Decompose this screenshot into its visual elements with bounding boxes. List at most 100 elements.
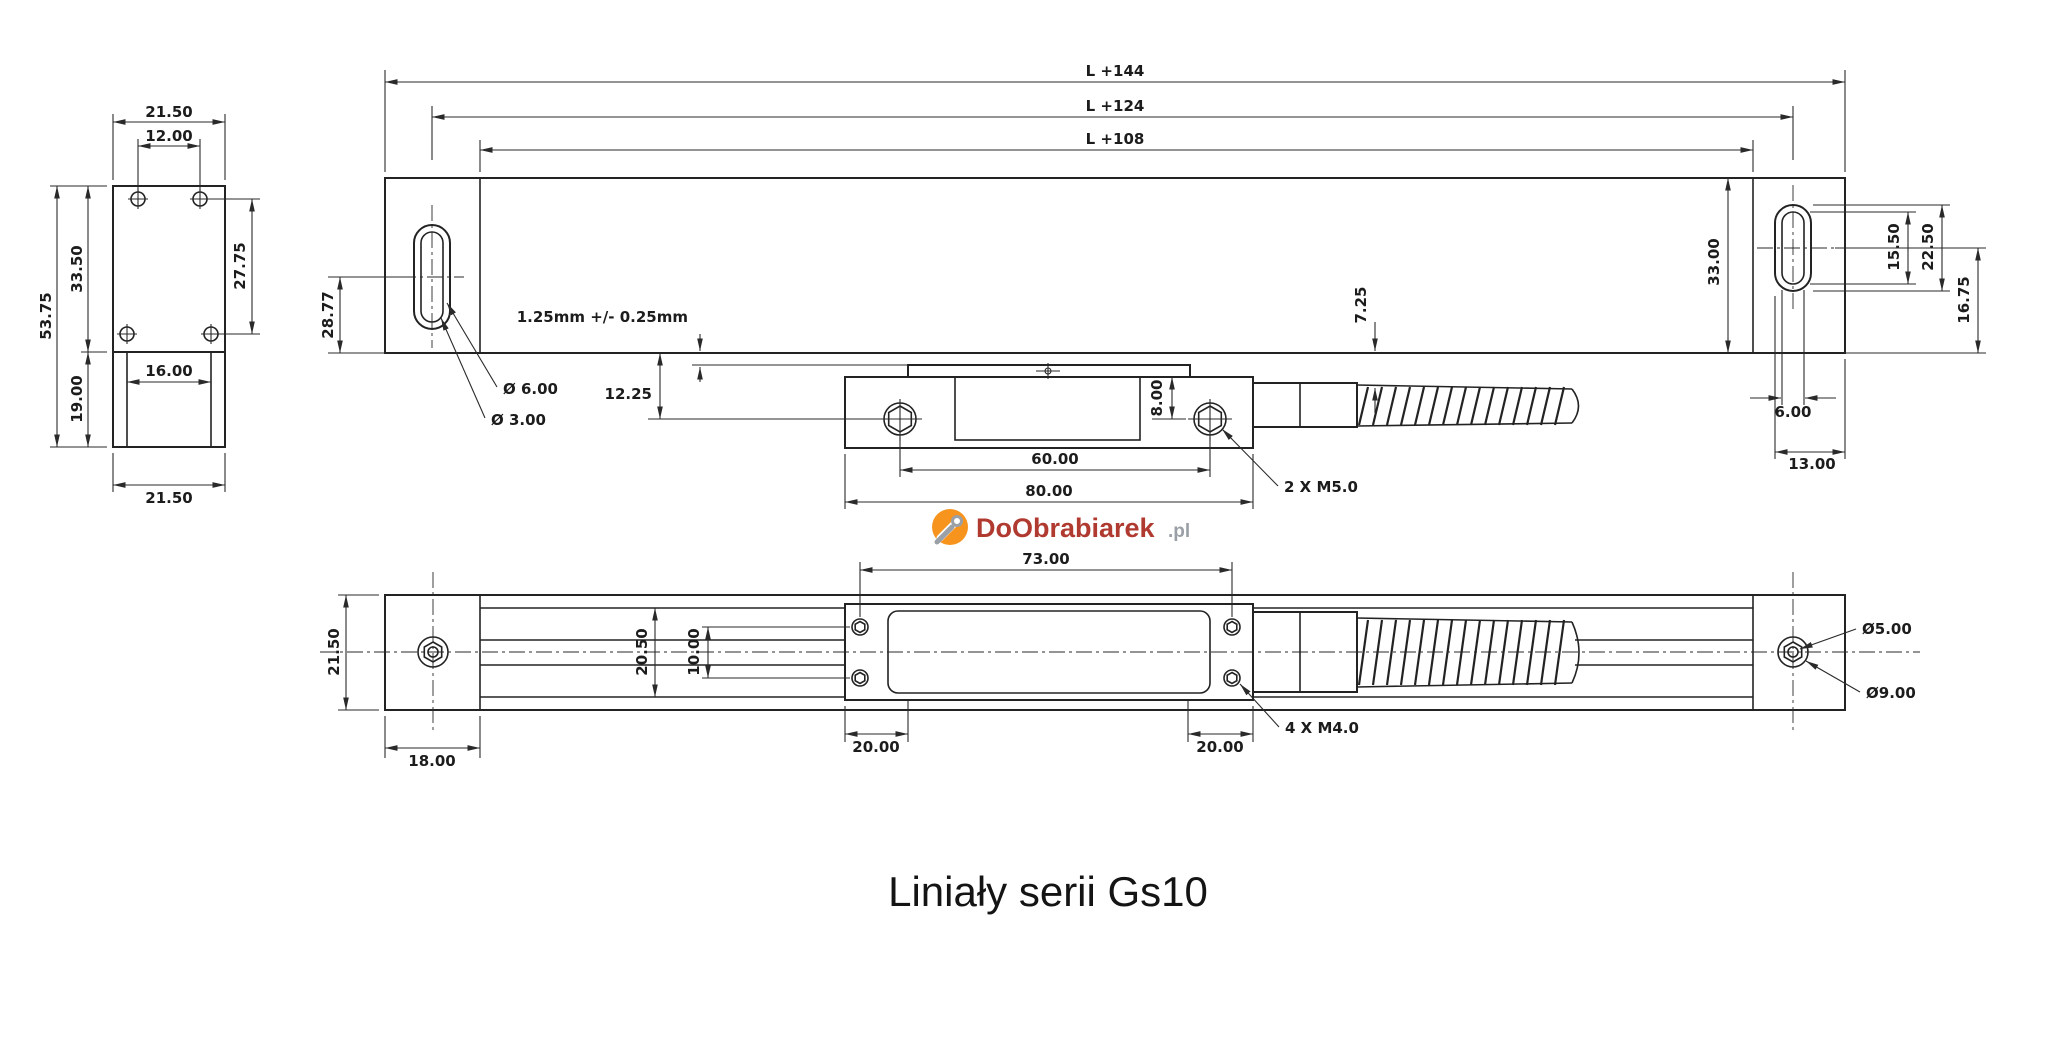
tolerance-label: 1.25mm +/- 0.25mm — [517, 308, 688, 326]
dim-label: 16.00 — [145, 362, 192, 380]
scale-bar-top — [384, 594, 1846, 711]
dim-label: 21.50 — [325, 628, 343, 675]
leader-hole-dia-outer: Ø9.00 — [1805, 660, 1916, 702]
mounting-slot-right — [1757, 185, 1835, 312]
dim-label: Ø 6.00 — [503, 380, 558, 398]
side-view: L +144 L +124 L +108 28.77 Ø 6.00 Ø 3.00 — [319, 62, 1986, 509]
dim-label: L +124 — [1086, 97, 1145, 115]
dim-head-offset: 12.25 — [605, 353, 882, 420]
dim-label: 60.00 — [1031, 450, 1078, 468]
dim-left-offset: 28.77 — [319, 276, 400, 354]
dim-label: 20.00 — [852, 738, 899, 756]
dim-end-block: 18.00 — [384, 716, 481, 770]
dim-label: 73.00 — [1022, 550, 1069, 568]
dim-label: 12.25 — [605, 385, 652, 403]
cable-conduit — [1356, 384, 1580, 427]
dim-profile-width: 20.50 — [633, 608, 658, 697]
mounting-slot-left — [400, 205, 464, 348]
dim-margin-right: 20.00 — [1187, 700, 1254, 756]
screw-hole — [128, 189, 148, 209]
dim-label: L +144 — [1086, 62, 1145, 80]
dim-label: 15.50 — [1885, 223, 1903, 270]
head-screw — [1223, 618, 1241, 636]
dim-label: 22.50 — [1919, 223, 1937, 270]
dim-label: Ø5.00 — [1862, 620, 1912, 638]
leader-head-screws: 2 X M5.0 — [1221, 428, 1358, 496]
scale-bar — [384, 177, 1846, 354]
dim-end-hole-spacing: 12.00 — [137, 127, 201, 191]
screw-hole — [117, 324, 137, 344]
dim-label: 20.50 — [633, 628, 651, 675]
dim-end-body-height: 33.50 — [68, 186, 107, 353]
head-screw — [1188, 399, 1232, 441]
dim-label: Ø 3.00 — [491, 411, 546, 429]
watermark: DoObrabiarek .pl — [932, 509, 1190, 545]
reader-head — [844, 363, 1254, 449]
dim-end-top-width: 21.50 — [112, 103, 226, 180]
head-screw — [851, 669, 869, 687]
dim-label: 33.00 — [1705, 238, 1723, 285]
dim-gap-tolerance: 1.25mm +/- 0.25mm — [517, 308, 908, 382]
head-screw — [851, 618, 869, 636]
dim-label: 33.50 — [68, 245, 86, 292]
dim-label: 12.00 — [145, 127, 192, 145]
screw-hole — [201, 324, 221, 344]
dim-cable-offset: 7.25 — [1352, 286, 1378, 413]
dim-label: 21.50 — [145, 103, 192, 121]
cable-conduit-top — [1356, 617, 1580, 688]
head-screw — [1223, 669, 1241, 687]
dim-label: 80.00 — [1025, 482, 1072, 500]
dim-label: 27.75 — [231, 242, 249, 289]
dim-screw-offset: 8.00 — [1148, 377, 1186, 420]
leader-slot-dia-inner: Ø 3.00 — [440, 317, 546, 429]
dim-end-lower-height: 19.00 — [68, 352, 91, 447]
dim-label: 28.77 — [319, 291, 337, 338]
dim-screw-span: 73.00 — [859, 550, 1233, 617]
dim-label: 7.25 — [1352, 286, 1370, 323]
dim-bar-height: 33.00 — [1705, 178, 1731, 353]
dim-label: Ø9.00 — [1866, 684, 1916, 702]
dim-end-margin: 13.00 — [1774, 296, 1846, 473]
screw-spec-label: 4 X M4.0 — [1285, 719, 1359, 737]
cable-gland — [1252, 382, 1358, 428]
dim-end-inner-width: 16.00 — [127, 362, 211, 385]
leader-hole-dia-inner: Ø5.00 — [1799, 620, 1912, 650]
dim-label: 16.75 — [1955, 276, 1973, 323]
dim-label: 20.00 — [1196, 738, 1243, 756]
dim-label: 13.00 — [1788, 455, 1835, 473]
watermark-text: DoObrabiarek — [976, 513, 1156, 543]
dim-label: 18.00 — [408, 752, 455, 770]
dim-screw-row-span: 10.00 — [685, 626, 850, 679]
dim-bar-width: 21.50 — [325, 594, 379, 711]
dim-margin-left: 20.00 — [844, 700, 909, 756]
end-view-lower-block — [112, 351, 226, 448]
dim-end-hole-span: 27.75 — [208, 198, 260, 335]
dim-end-bottom-width: 21.50 — [112, 453, 226, 507]
screw-spec-label: 2 X M5.0 — [1284, 478, 1358, 496]
dim-label: 53.75 — [37, 292, 55, 339]
dim-slot-center-offset: 16.75 — [1835, 247, 1986, 354]
reader-head-top — [844, 603, 1254, 701]
dim-label: 8.00 — [1148, 379, 1166, 416]
watermark-suffix: .pl — [1168, 521, 1190, 542]
screw-hole — [190, 189, 210, 209]
dim-overall-length: L +144 — [384, 62, 1846, 172]
leader-slot-dia-outer: Ø 6.00 — [446, 302, 558, 398]
dim-label: 6.00 — [1774, 403, 1811, 421]
dim-screw-spacing: 60.00 — [899, 437, 1211, 477]
cable-gland-top — [1252, 611, 1358, 693]
drawing-title: Liniały serii Gs10 — [888, 868, 1208, 915]
dim-label: 10.00 — [685, 628, 703, 675]
dim-slot-width: 6.00 — [1750, 290, 1836, 421]
mount-hole-left — [417, 636, 449, 668]
head-screw — [878, 399, 922, 441]
dim-head-width: 80.00 — [844, 454, 1254, 509]
dim-label: L +108 — [1086, 130, 1145, 148]
bottom-view: 73.00 21.50 20.50 10.00 18.00 — [320, 550, 1920, 770]
dim-label: 19.00 — [68, 375, 86, 422]
dim-end-total-height: 53.75 — [37, 185, 107, 448]
end-view: 21.50 12.00 53.75 33.50 19.00 27.75 — [37, 103, 260, 507]
leader-head-screws-top: 4 X M4.0 — [1239, 683, 1359, 737]
